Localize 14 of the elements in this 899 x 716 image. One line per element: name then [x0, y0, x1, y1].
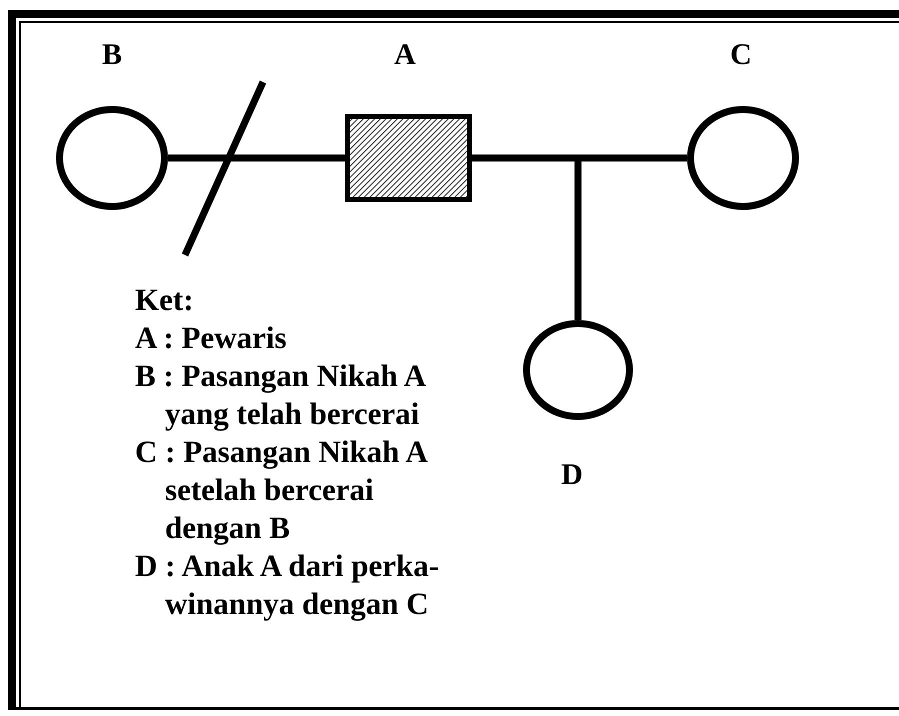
- node-label: C: [730, 40, 752, 70]
- node-label: B: [102, 40, 122, 70]
- connector-line: [168, 154, 345, 162]
- node-label: A: [394, 40, 416, 70]
- legend-note: C : Pasangan Nikah A setelah bercerai dengan B: [135, 433, 428, 547]
- hatched-square-symbol: [345, 114, 472, 202]
- legend-note: Ket:: [135, 281, 195, 319]
- legend-note: D : Anak A dari perka-winannya dengan C: [135, 547, 440, 623]
- circle-symbol: [523, 320, 633, 420]
- legend-note: B : Pasangan Nikah A yang telah bercerai: [135, 357, 426, 433]
- node-label: D: [561, 460, 583, 490]
- legend-note: A : Pewaris: [135, 319, 288, 357]
- circle-symbol: [687, 106, 799, 210]
- circle-symbol: [56, 106, 168, 210]
